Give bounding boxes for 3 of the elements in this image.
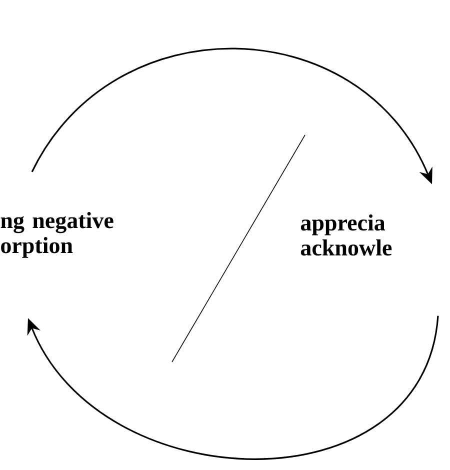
text-label: ng negative orption: [0, 212, 114, 258]
text-label: apprecia acknowle: [300, 214, 392, 256]
arrow: [27, 316, 439, 460]
